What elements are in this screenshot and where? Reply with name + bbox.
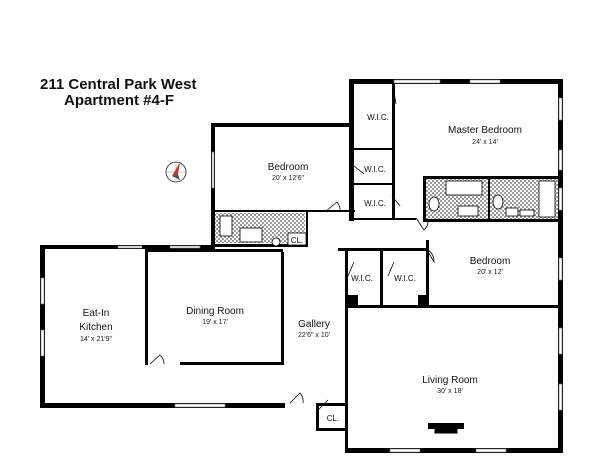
title-apartment: Apartment #4-F [64,92,174,109]
windows [40,79,563,453]
wic-label-3: W.I.C. [364,199,386,208]
living-room-dim: 30' x 18' [437,388,463,395]
gallery-label: Gallery [298,319,330,330]
wic-label-2: W.I.C. [364,165,386,174]
kitchen-label-1: Eat-In [83,308,110,319]
master-bedroom-dim: 24' x 14' [472,139,498,146]
wic-label-5: W.I.C. [394,274,416,283]
gallery-dim: 22'6" x 10' [298,332,330,339]
kitchen-dim: 14' x 21'9" [80,336,113,343]
title-address: 211 Central Park West [40,76,196,93]
bedroom2-label: Bedroom [470,256,511,267]
kitchen-label-2: Kitchen [79,322,112,333]
bedroom1-label: Bedroom [268,162,309,173]
compass-icon [165,161,187,183]
master-bedroom-label: Master Bedroom [448,125,522,136]
closet-labels: W.I.C. W.I.C. W.I.C. W.I.C. W.I.C. CL. C… [291,113,416,423]
bath-fixtures [215,179,558,247]
living-room-label: Living Room [422,375,478,386]
wic-label-4: W.I.C. [351,274,373,283]
closet-label-1: CL. [291,236,303,245]
bedroom2-dim: 20' x 12' [477,269,503,276]
room-labels: Master Bedroom 24' x 14' Bedroom 20' x 1… [79,125,522,395]
bedroom1-dim: 20' x 12'6" [272,175,305,182]
dining-room-dim: 19' x 17' [202,319,228,326]
dining-room-label: Dining Room [186,306,244,317]
wic-label-1: W.I.C. [367,113,389,122]
closet-label-2: CL. [327,414,339,423]
